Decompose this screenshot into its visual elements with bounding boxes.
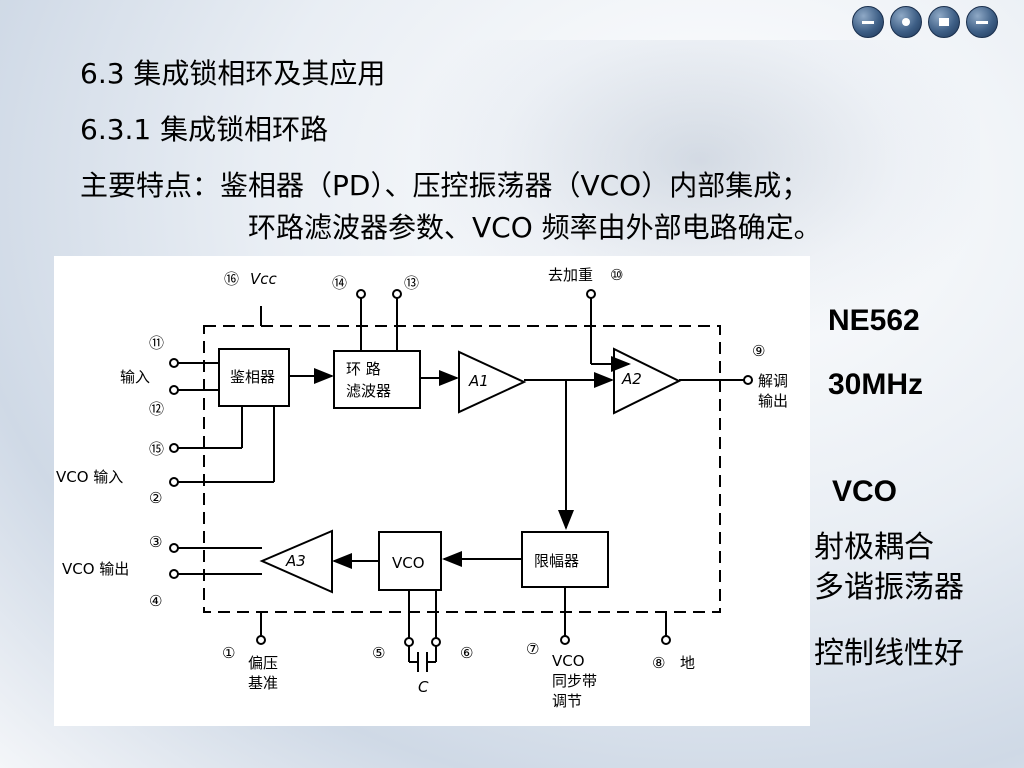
a3-label: A3 (285, 552, 306, 570)
subsection-title: 6.3.1 集成锁相环路 (80, 113, 329, 146)
pin-1-label: ① (222, 644, 235, 662)
vco-desc-1: 射极耦合 (814, 530, 934, 565)
last-page-icon[interactable] (966, 6, 998, 38)
pll-block-diagram: ⑯ Vcc ⑭ ⑬ 去加重 ⑩ ⑪ 输入 ⑫ ⑮ VCO 输入 ② ③ VCO … (54, 256, 810, 726)
pin-6-label: ⑥ (460, 644, 473, 662)
chip-boundary (203, 325, 721, 613)
a1-label: A1 (468, 372, 489, 390)
loop-filter-block (333, 350, 421, 409)
demod-label-2: 输出 (758, 392, 788, 410)
section-title: 6.3 集成锁相环及其应用 (80, 57, 386, 90)
max-frequency: 30MHz (828, 368, 924, 401)
amplifier-a3 (259, 529, 333, 594)
pin-11-label: ⑪ (149, 334, 164, 352)
features-line-2: 环路滤波器参数、VCO 频率由外部电路确定。 (248, 211, 822, 244)
pin-7-label: ⑦ (526, 640, 539, 658)
pin-2-label: ② (149, 489, 162, 507)
first-page-icon[interactable] (852, 6, 884, 38)
control-linearity: 控制线性好 (814, 636, 964, 671)
bias-label-2: 基准 (248, 674, 278, 692)
input-label: 输入 (120, 368, 150, 386)
pin-9-label: ⑨ (752, 342, 765, 360)
vco-desc-2: 多谐振荡器 (814, 570, 964, 605)
pin-15-label: ⑮ (149, 440, 164, 458)
pin-10-label: ⑩ (610, 266, 623, 284)
slide-navigation (852, 6, 998, 38)
amplifier-a2 (613, 347, 682, 415)
phase-detector-block (218, 348, 290, 407)
loop-filter-label-2: 滤波器 (346, 382, 391, 400)
vco-block-label: VCO (392, 554, 425, 572)
a2-label: A2 (621, 370, 642, 388)
capacitor-label: C (418, 678, 429, 696)
pin-5-label: ⑤ (372, 644, 385, 662)
vco-input-label: VCO 输入 (56, 468, 123, 486)
ground-label: 地 (680, 654, 695, 672)
pin-3-label: ③ (149, 533, 162, 551)
amplifier-a1 (458, 350, 527, 414)
pin-16-label: ⑯ (224, 270, 239, 288)
pin-12-label: ⑫ (149, 400, 164, 418)
next-page-icon[interactable] (928, 6, 960, 38)
sync-label-3: 调节 (552, 692, 582, 710)
features-line-1: 主要特点：鉴相器（PD）、压控振荡器（VCO）内部集成； (80, 169, 810, 202)
sync-label-2: 同步带 (552, 672, 597, 690)
bias-label-1: 偏压 (248, 654, 278, 672)
prev-page-icon[interactable] (890, 6, 922, 38)
chip-model: NE562 (828, 304, 920, 337)
pin-13-label: ⑬ (404, 274, 419, 292)
loop-filter-label-1: 环 路 (346, 360, 381, 378)
vco-heading: VCO (832, 475, 898, 508)
vcc-label: Vcc (250, 270, 278, 288)
deemphasis-label: 去加重 (548, 266, 593, 284)
demod-label-1: 解调 (758, 372, 788, 390)
sync-label-1: VCO (552, 652, 585, 670)
pin-4-label: ④ (149, 592, 162, 610)
pin-8-label: ⑧ (652, 654, 665, 672)
pin-14-label: ⑭ (332, 274, 347, 292)
phase-detector-label: 鉴相器 (230, 368, 275, 386)
limiter-label: 限幅器 (534, 552, 579, 570)
vco-output-label: VCO 输出 (62, 560, 129, 578)
